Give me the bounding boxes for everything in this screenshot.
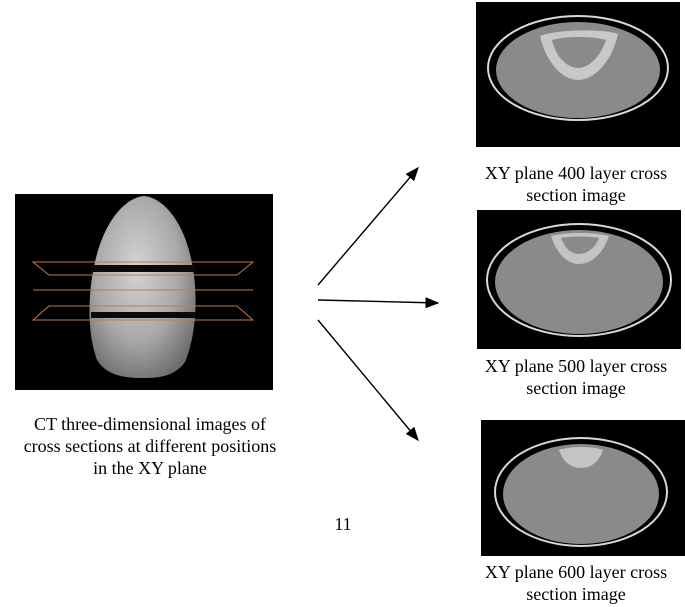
slice-caption-600-line1: XY plane 600 layer cross [484,562,668,582]
slice-caption-400-line2: section image [526,185,626,205]
main-caption-line2: cross sections at different positions [23,436,277,456]
arrow-to-600 [317,319,419,442]
main-caption-line3: in the XY plane [93,458,207,478]
slice-caption-500-line1: XY plane 500 layer cross [484,356,668,376]
slice-image-400 [476,2,680,147]
plane-600 [31,305,255,321]
slice-caption-500: XY plane 500 layer cross section image [466,355,685,399]
slice-caption-400-line1: XY plane 400 layer cross [484,163,668,183]
slice-image-600 [481,420,685,556]
plane-400 [31,261,255,276]
slice-image-500 [477,210,681,349]
main-caption: CT three-dimensional images of cross sec… [0,413,300,479]
slice-caption-600-line2: section image [526,584,626,604]
cut-band-upper [91,265,196,272]
arrow-to-400 [317,166,419,286]
grain-shape [89,196,196,378]
slice-caption-600: XY plane 600 layer cross section image [466,561,685,605]
slice-caption-500-line2: section image [526,378,626,398]
slice-caption-400: XY plane 400 layer cross section image [466,162,685,206]
embryo-region-600 [559,447,603,468]
main-caption-line1: CT three-dimensional images of [33,414,267,434]
ct-3d-image [15,194,273,390]
arrow-to-500 [317,297,440,309]
cut-band-lower [91,312,196,318]
page-number: 11 [334,514,352,534]
